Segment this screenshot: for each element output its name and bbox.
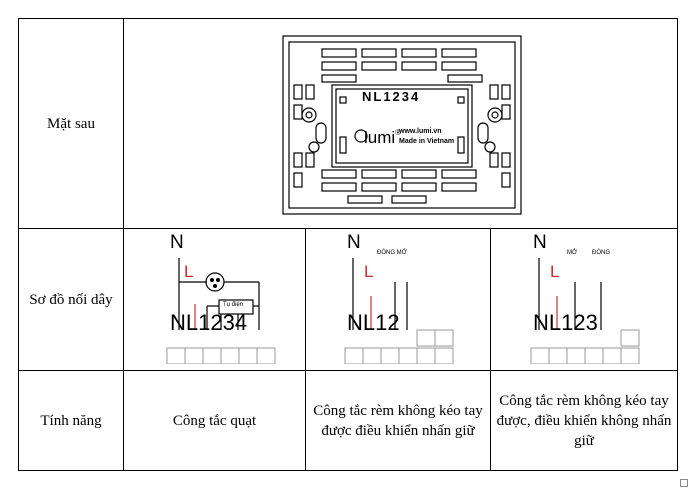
row-divider [19,370,677,371]
close-label: ĐÓNG [592,250,610,256]
capacitor-label: Tụ điện [223,302,244,308]
line-label-3: L [550,262,560,281]
resize-handle [680,479,688,487]
terminal-labels-2: NL12 [347,310,400,335]
row-label-feature: Tính năng [40,412,102,429]
neutral-label-3: N [533,232,547,253]
brand-logo: lumi® [364,128,401,148]
column-divider [305,228,306,470]
brand-mark: ® [395,128,402,137]
feature-curtain-nohold: Công tắc rèm không kéo tay được, điều kh… [496,392,672,449]
brand-url: www.lumi.vn [399,128,442,135]
brand-name: lumi [364,128,396,147]
made-in: Made in Vietnam [399,138,455,145]
row-label-wiring: Sơ đồ nối dây [29,291,113,308]
terminal-labels-3: NL123 [533,310,598,335]
wiring-diagram-curtain-nohold [530,258,640,364]
terminal-labels-1: NL1234 [170,310,248,335]
open-close-label: ĐÓNG MỞ [377,250,407,256]
neutral-label-2: N [347,232,361,253]
row-divider [19,228,677,229]
line-label-1: L [184,262,194,281]
wiring-diagram-fan [166,258,276,364]
spec-table: Mặt sau Sơ đồ nối dây Tính năng Công tắc… [18,18,678,471]
column-divider [123,19,124,470]
neutral-label-1: N [170,232,184,253]
line-label-2: L [364,262,374,281]
wiring-diagram-curtain-hold [344,258,454,364]
back-panel-drawing [282,35,522,215]
open-label: MỞ [567,250,578,256]
feature-fan: Công tắc quạt [172,412,257,429]
column-divider [490,228,491,470]
model-code: NL1234 [362,89,421,104]
feature-curtain-hold: Công tắc rèm không kéo tay được điều khi… [313,402,483,439]
row-label-back: Mặt sau [47,115,95,132]
